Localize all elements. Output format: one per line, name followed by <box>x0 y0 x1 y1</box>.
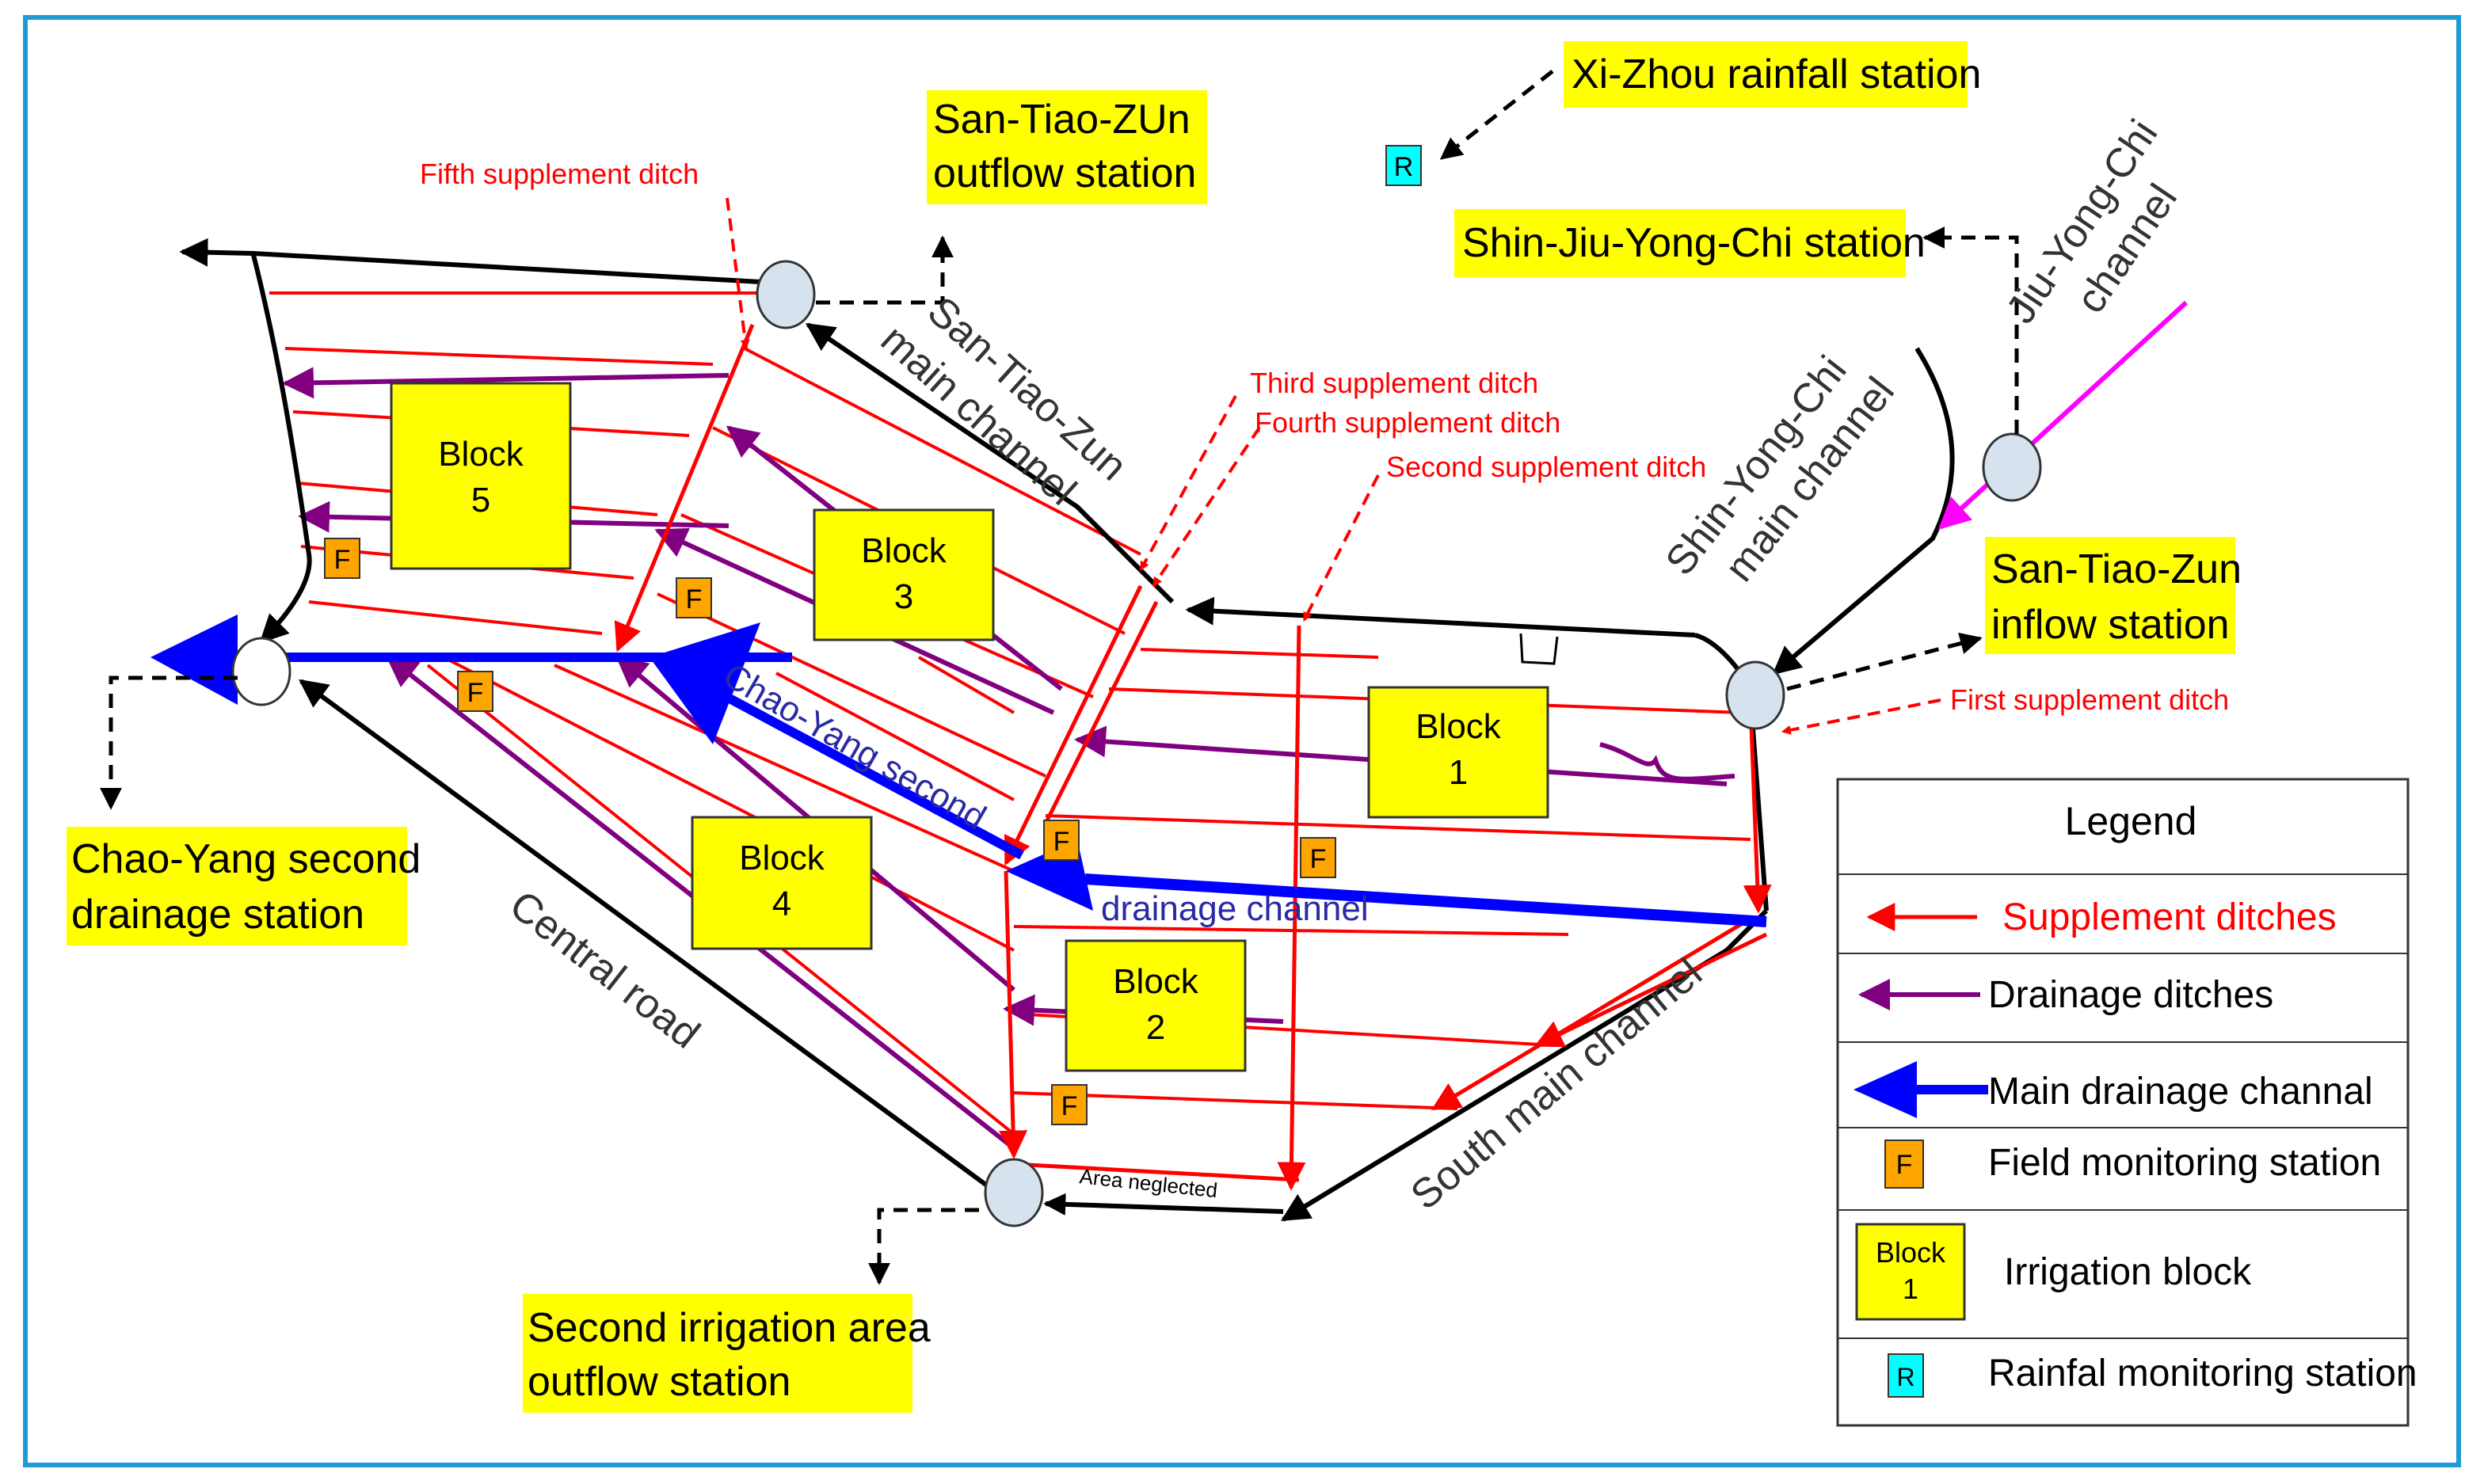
north-boundary <box>179 238 761 284</box>
field-monitoring-markers: F F F F F F <box>324 538 1336 1125</box>
ditch-labels: Fifth supplement ditch Third supplement … <box>420 158 2229 716</box>
legend: Legend Supplement ditches Drainage ditch… <box>1836 778 2417 1427</box>
legend-irrigation-label: Irrigation block <box>2004 1251 2252 1293</box>
chao-yang-channel-label-1: Chao-Yang second <box>717 656 992 837</box>
third-ditch-line-b <box>1043 600 1159 825</box>
svg-text:2: 2 <box>1146 1008 1165 1047</box>
block-1: Block 1 <box>1367 686 1549 819</box>
chao-yang-station-label-2: drainage station <box>71 892 364 938</box>
south-ditch-b <box>1533 932 1768 1048</box>
fifth-ditch-line <box>614 324 755 653</box>
block-3: Block 3 <box>813 508 995 641</box>
legend-field-swatch-letter: F <box>1896 1150 1913 1180</box>
fifth-ditch-label: Fifth supplement ditch <box>420 158 699 190</box>
field-station-marker: F <box>1043 820 1080 861</box>
second-irrigation-label-1: Second irrigation area <box>528 1305 931 1351</box>
third-ditch-label: Third supplement ditch <box>1250 367 1538 399</box>
legend-title: Legend <box>2065 799 2197 843</box>
main-supplement-ditches <box>426 324 1772 1191</box>
san-tiao-zun-outflow-label-1: San-Tiao-ZUn <box>933 97 1191 143</box>
irrigation-blocks: Block 5 Block 3 Block 1 Block 4 Block 2 <box>390 382 1549 1072</box>
svg-text:R: R <box>1394 152 1414 182</box>
first-ditch-label: First supplement ditch <box>1950 683 2229 716</box>
svg-text:4: 4 <box>772 885 791 923</box>
svg-text:Block: Block <box>1113 962 1199 1001</box>
second-irrigation-label-2: outflow station <box>528 1359 791 1405</box>
legend-main-drainage-arrowhead <box>1853 1061 1917 1118</box>
legend-block-swatch <box>1855 1223 1966 1321</box>
field-station-marker: F <box>324 538 360 579</box>
small-structure <box>1519 633 1559 665</box>
south-main-channel-label: South main channel <box>1402 949 1710 1219</box>
svg-text:F: F <box>467 678 484 708</box>
bottom-ditch-line <box>1013 1162 1300 1182</box>
second-ditch-label: Second supplement ditch <box>1386 451 1706 483</box>
legend-field-swatch <box>1884 1140 1924 1189</box>
upper-channel <box>1185 596 1696 637</box>
svg-text:F: F <box>334 545 351 575</box>
central-road-label: Central road <box>501 882 708 1058</box>
node-san-tiao-zun-inflow <box>1725 660 1785 730</box>
legend-supplement-label: Supplement ditches <box>2002 896 2337 938</box>
south-main-channel <box>1280 908 1769 1222</box>
first-ditch-line-down <box>1743 704 1772 914</box>
outflow-bottom-channel <box>1043 1193 1284 1216</box>
station-nodes <box>231 260 2042 1227</box>
svg-text:F: F <box>686 584 703 615</box>
node-san-tiao-zun-outflow <box>756 260 816 329</box>
svg-text:Block: Block <box>438 435 524 474</box>
san-tiao-zun-outflow-label-2: outflow station <box>933 150 1196 196</box>
third-ditch-line-a <box>1004 584 1143 866</box>
svg-text:F: F <box>1061 1091 1078 1121</box>
south-ditch-a <box>1431 916 1752 1111</box>
supplement-ditch-field-lines <box>269 291 1751 1110</box>
legend-block-swatch-num: 1 <box>1903 1273 1918 1305</box>
outer-frame <box>23 15 2461 1467</box>
field-station-marker: F <box>1051 1084 1088 1125</box>
second-ditch-line <box>1277 625 1306 1191</box>
west-ditch-line <box>999 870 1028 1159</box>
legend-field-label: Field monitoring station <box>1988 1142 2381 1184</box>
svg-text:Block: Block <box>861 531 947 570</box>
svg-text:Block: Block <box>739 839 825 877</box>
node-jiu-yong-chi <box>1982 432 2042 502</box>
fourth-ditch-label: Fourth supplement ditch <box>1255 406 1560 439</box>
chao-yang-station-label-1: Chao-Yang second <box>71 836 421 882</box>
legend-block-swatch-word: Block <box>1876 1236 1946 1269</box>
west-boundary <box>251 254 312 644</box>
svg-text:1: 1 <box>1449 753 1468 792</box>
san-tiao-zun-inflow-label-1: San-Tiao-Zun <box>1991 546 2242 592</box>
station-leaders <box>100 70 2019 1285</box>
svg-text:5: 5 <box>471 481 490 519</box>
legend-rain-swatch-letter: R <box>1896 1363 1914 1391</box>
chao-yang-channel-label-2: drainage channel <box>1101 889 1369 928</box>
jiu-yong-chi-channel-line <box>1938 300 2189 530</box>
node-second-irrigation-outflow <box>984 1158 1044 1227</box>
legend-rain-swatch <box>1888 1353 1924 1398</box>
svg-text:Block: Block <box>1415 707 1502 746</box>
field-station-marker: F <box>457 671 493 712</box>
main-drainage-channel <box>150 615 1767 927</box>
block-2: Block 2 <box>1065 939 1247 1072</box>
xi-zhou-station-label: Xi-Zhou rainfall station <box>1572 51 1981 97</box>
svg-text:3: 3 <box>894 577 913 616</box>
ditch-leaders <box>726 197 1941 735</box>
node-chao-yang-drainage <box>231 637 291 706</box>
legend-rainfall-label: Rainfal monitoring station <box>1988 1353 2417 1395</box>
field-station-marker: F <box>676 577 712 618</box>
legend-drainage-label: Drainage ditches <box>1988 974 2273 1016</box>
central-road-line <box>299 679 992 1190</box>
shin-jiu-yong-chi-station-label: Shin-Jiu-Yong-Chi station <box>1462 220 1926 266</box>
block-5: Block 5 <box>390 382 572 570</box>
svg-text:F: F <box>1053 827 1070 857</box>
station-labels: Xi-Zhou rainfall station Shin-Jiu-Yong-C… <box>67 41 2242 1413</box>
block-4: Block 4 <box>691 816 873 950</box>
legend-main-drainage-label: Main drainage channal <box>1988 1071 2373 1113</box>
svg-text:F: F <box>1310 844 1327 874</box>
san-tiao-zun-inflow-label-2: inflow station <box>1991 602 2230 648</box>
rainfall-station-marker: R <box>1385 145 1422 186</box>
field-station-marker: F <box>1300 837 1336 878</box>
